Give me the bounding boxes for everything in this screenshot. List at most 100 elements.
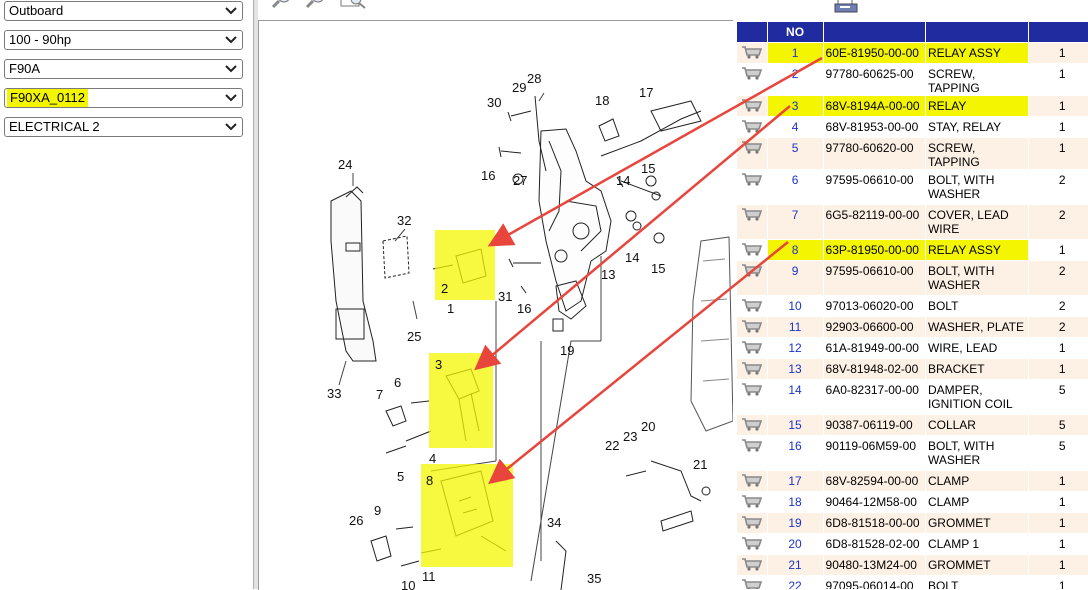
callout-14b: 14	[625, 250, 639, 265]
part-description: DAMPER, IGNITION COIL	[925, 380, 1029, 414]
cart-icon[interactable]	[737, 138, 767, 169]
part-description: STAY, RELAY	[925, 117, 1029, 137]
part-description: BOLT, WITH WASHER	[925, 170, 1029, 204]
ref-number-link[interactable]: 19	[767, 513, 823, 533]
cart-icon[interactable]	[737, 261, 767, 295]
ref-number-link[interactable]: 10	[767, 296, 823, 316]
ref-number-link[interactable]: 4	[767, 117, 823, 137]
hp-range-select[interactable]: 100 - 90hp	[4, 30, 243, 50]
ref-number-link[interactable]: 3	[767, 96, 823, 116]
diagram-toolbar	[270, 0, 858, 18]
part-description: RELAY ASSY	[925, 43, 1029, 63]
part-quantity: 5	[1029, 436, 1088, 470]
part-quantity: 1	[1029, 43, 1088, 63]
model-select[interactable]: F90A	[4, 59, 243, 79]
cart-icon[interactable]	[737, 415, 767, 435]
cart-icon[interactable]	[737, 96, 767, 116]
cart-icon[interactable]	[737, 296, 767, 316]
category-select[interactable]: Outboard	[4, 1, 243, 21]
ref-number-link[interactable]: 1	[767, 43, 823, 63]
part-number: 97595-06610-00	[823, 170, 925, 204]
cart-icon[interactable]	[737, 436, 767, 470]
callout-10: 10	[401, 578, 415, 590]
model-select-value: F90A	[9, 61, 41, 76]
ref-number-link[interactable]: 12	[767, 338, 823, 358]
panel-splitter[interactable]	[253, 0, 258, 589]
ref-number-link[interactable]: 6	[767, 170, 823, 204]
cart-icon[interactable]	[737, 492, 767, 512]
part-quantity: 1	[1029, 96, 1088, 116]
ref-number-link[interactable]: 14	[767, 380, 823, 414]
ref-number-link[interactable]: 20	[767, 534, 823, 554]
cart-icon[interactable]	[737, 240, 767, 260]
zoom-in-icon[interactable]	[270, 0, 294, 12]
zoom-out-icon[interactable]	[304, 0, 328, 12]
ref-number-link[interactable]: 9	[767, 261, 823, 295]
cart-icon[interactable]	[737, 43, 767, 63]
part-number: 97595-06610-00	[823, 261, 925, 295]
part-number: 61A-81949-00-00	[823, 338, 925, 358]
ref-number-link[interactable]: 7	[767, 205, 823, 239]
hp-range-select-value: 100 - 90hp	[9, 32, 72, 47]
cart-icon[interactable]	[737, 205, 767, 239]
callout-28: 28	[527, 71, 541, 86]
callout-21: 21	[693, 457, 707, 472]
cart-icon[interactable]	[737, 317, 767, 337]
ref-number-link[interactable]: 21	[767, 555, 823, 575]
ref-number-link[interactable]: 5	[767, 138, 823, 169]
ref-number-link[interactable]: 17	[767, 471, 823, 491]
cart-icon[interactable]	[737, 471, 767, 491]
ref-number-link[interactable]: 16	[767, 436, 823, 470]
cart-icon[interactable]	[737, 513, 767, 533]
cart-icon[interactable]	[737, 117, 767, 137]
section-select[interactable]: ELECTRICAL 2	[4, 117, 243, 137]
cart-icon[interactable]	[737, 359, 767, 379]
serial-select[interactable]: F90XA_0112	[4, 88, 243, 108]
ref-number-link[interactable]: 11	[767, 317, 823, 337]
cart-icon[interactable]	[737, 338, 767, 358]
ref-number-link[interactable]: 13	[767, 359, 823, 379]
callout-15b: 15	[651, 261, 665, 276]
chevron-down-icon	[225, 36, 237, 44]
print-icon[interactable]	[832, 0, 860, 14]
part-description: RELAY ASSY	[925, 240, 1029, 260]
ref-number-link[interactable]: 8	[767, 240, 823, 260]
zoom-fit-icon[interactable]	[338, 0, 368, 12]
ref-number-link[interactable]: 15	[767, 415, 823, 435]
callout-24: 24	[338, 157, 352, 172]
cart-icon[interactable]	[737, 380, 767, 414]
cart-icon[interactable]	[737, 576, 767, 589]
part-description: BRACKET	[925, 359, 1029, 379]
cart-icon[interactable]	[737, 555, 767, 575]
cart-icon[interactable]	[737, 64, 767, 95]
cart-icon[interactable]	[737, 534, 767, 554]
ref-number-link[interactable]: 18	[767, 492, 823, 512]
cart-icon[interactable]	[737, 170, 767, 204]
ref-number-link[interactable]: 2	[767, 64, 823, 95]
ref-number-link[interactable]: 22	[767, 576, 823, 589]
callout-5: 5	[397, 469, 404, 484]
exploded-parts-diagram[interactable]: 1 2 3 4 5 6 7 8 9 10 11 13 14 14 15 15 1…	[258, 20, 733, 590]
